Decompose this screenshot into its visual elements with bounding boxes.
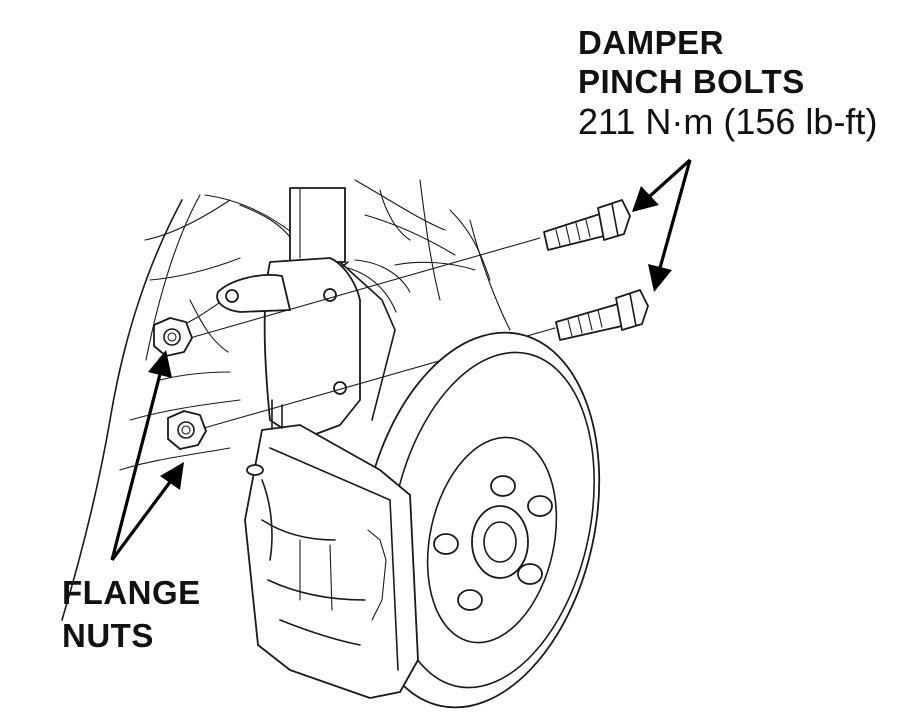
flange-label-line1: FLANGE bbox=[62, 574, 201, 611]
flange-label-line2: NUTS bbox=[62, 617, 154, 654]
wheel-studs bbox=[433, 475, 553, 611]
knuckle-bracket bbox=[216, 257, 411, 441]
flange-nut-arrows bbox=[110, 350, 184, 561]
damper-strut bbox=[287, 187, 349, 274]
damper-label-line1: DAMPER bbox=[578, 24, 725, 61]
pinch-bolt-arrows bbox=[632, 158, 692, 292]
brake-caliper bbox=[244, 399, 419, 699]
flange-nut-upper bbox=[153, 317, 193, 357]
damper-label-line2: PINCH BOLTS bbox=[578, 63, 805, 100]
wheel-well-outline bbox=[61, 179, 511, 621]
brake-rotor bbox=[359, 331, 601, 709]
pinch-bolt-upper bbox=[543, 199, 631, 251]
flange-nut-lower bbox=[167, 410, 207, 450]
flange-nuts-label: FLANGE NUTS bbox=[62, 576, 201, 662]
damper-torque-spec: 211 N·m (156 lb-ft) bbox=[578, 101, 878, 142]
pinch-bolt-lower bbox=[555, 289, 649, 341]
damper-pinch-bolts-label: DAMPER PINCH BOLTS 211 N·m (156 lb-ft) bbox=[578, 26, 877, 146]
